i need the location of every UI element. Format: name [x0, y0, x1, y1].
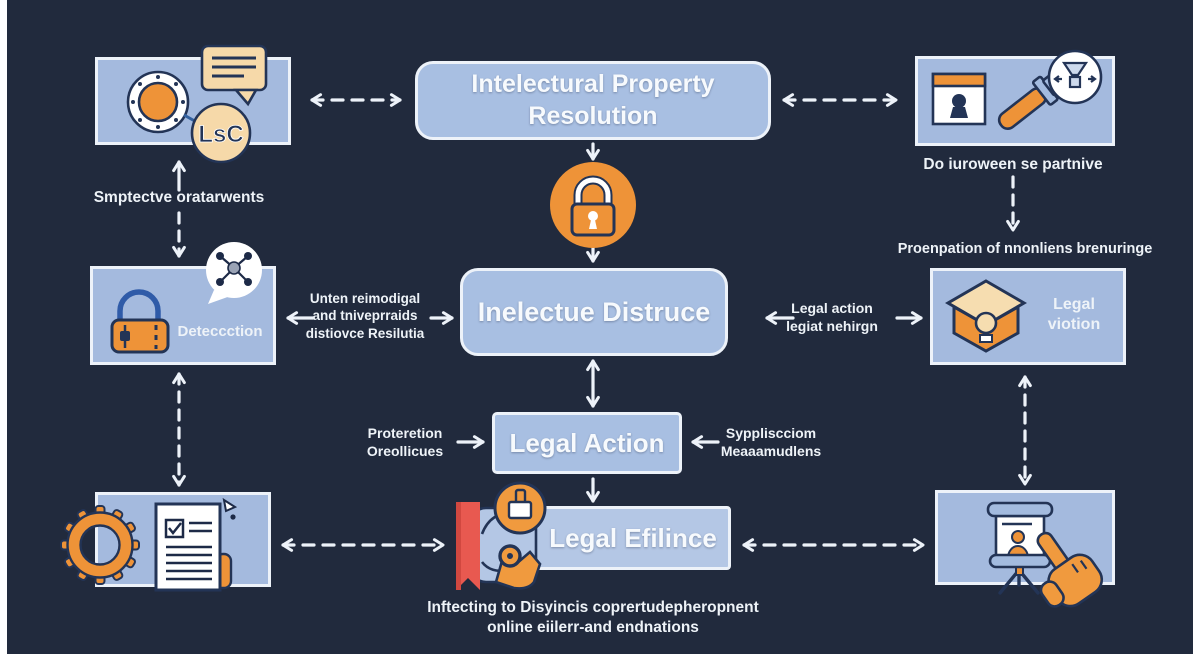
- network-bubble-icon: [206, 242, 262, 304]
- node-legal-efilince: Legal Efilince: [509, 506, 731, 570]
- hand-pointer-icon: [1036, 531, 1104, 608]
- node-legal-action: Legal Action: [492, 412, 682, 474]
- lock-medallion-icon: [550, 162, 636, 248]
- note-syppliscciom: Syppliscciom Meaaamudlens: [720, 425, 822, 459]
- gear-icon: [60, 505, 140, 585]
- label-legal-viotion: Legal viotion: [1047, 296, 1101, 334]
- node-inelectue-distruce: Inelectue Distruce: [460, 268, 728, 356]
- document-icon: [154, 497, 238, 592]
- note-left-of-center: Unten reimodigal and tniveprraids distio…: [305, 291, 425, 341]
- caption-top-right: Do iuroween se partnive: [923, 156, 1103, 173]
- note-right-of-center: Legal action legiat nehirgn: [786, 300, 878, 334]
- lens-gauge-icon: [126, 70, 190, 134]
- right-edge-strip: [1193, 0, 1200, 654]
- ribbon-icon: [456, 502, 480, 590]
- browser-lock-icon: [931, 72, 987, 126]
- cursor-icon: [222, 497, 238, 520]
- funnel-badge-icon: [1047, 49, 1103, 105]
- note-right-column: Proenpation of nnonliens brenuringe: [897, 241, 1153, 257]
- bottom-caption: Inftecting to Disyincis coprertudepherop…: [427, 599, 759, 636]
- svg-text:LsC: LsC: [198, 121, 243, 148]
- left-edge-strip: [0, 0, 7, 654]
- stamp-tool-icon: [494, 544, 542, 590]
- note-proteretion: Proteretion Oreollicues: [366, 425, 444, 459]
- node-intellectual-property-resolution: Intelectural Property Resolution: [415, 61, 771, 140]
- presentation-easel-icon: [986, 501, 1054, 595]
- padlock-icon: [110, 289, 170, 354]
- caption-top-left: Smptectve oratarwents: [93, 189, 265, 206]
- label-detection: Deteccction: [177, 323, 263, 340]
- speech-bubble-icon: [200, 44, 268, 107]
- lsc-badge: LsC: [190, 102, 252, 164]
- stamp-badge-icon: [493, 481, 547, 535]
- stamp-cluster-icon: [456, 481, 547, 590]
- open-box-icon: [945, 279, 1027, 353]
